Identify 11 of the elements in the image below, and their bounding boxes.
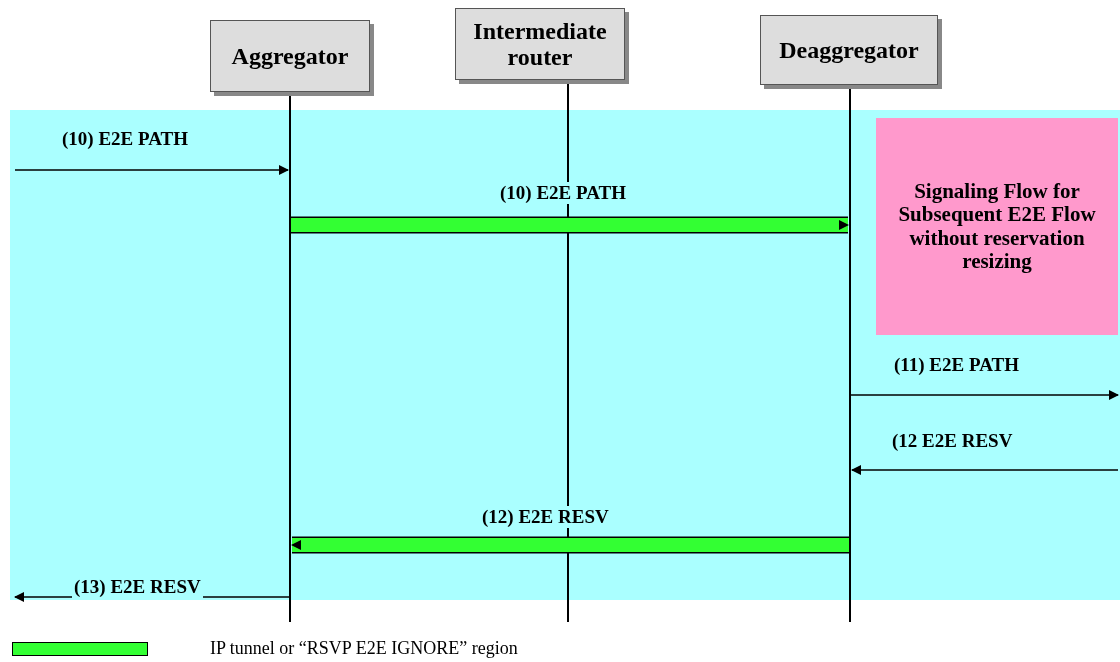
arrow [849, 390, 1119, 400]
edge-label: (10) E2E PATH [498, 182, 628, 204]
note-box: Signaling Flow for Subsequent E2E Flow without reservation resizing [876, 118, 1118, 335]
edge-label: (12 E2E RESV [890, 430, 1015, 452]
edge-label: (12) E2E RESV [480, 506, 611, 528]
edge-label: (10) E2E PATH [60, 128, 190, 150]
arrow [851, 465, 1119, 475]
edge-label: (11) E2E PATH [892, 354, 1021, 376]
arrow [14, 165, 289, 175]
legend-text: IP tunnel or “RSVP E2E IGNORE” region [210, 638, 518, 659]
edge-label: (13) E2E RESV [72, 576, 203, 598]
